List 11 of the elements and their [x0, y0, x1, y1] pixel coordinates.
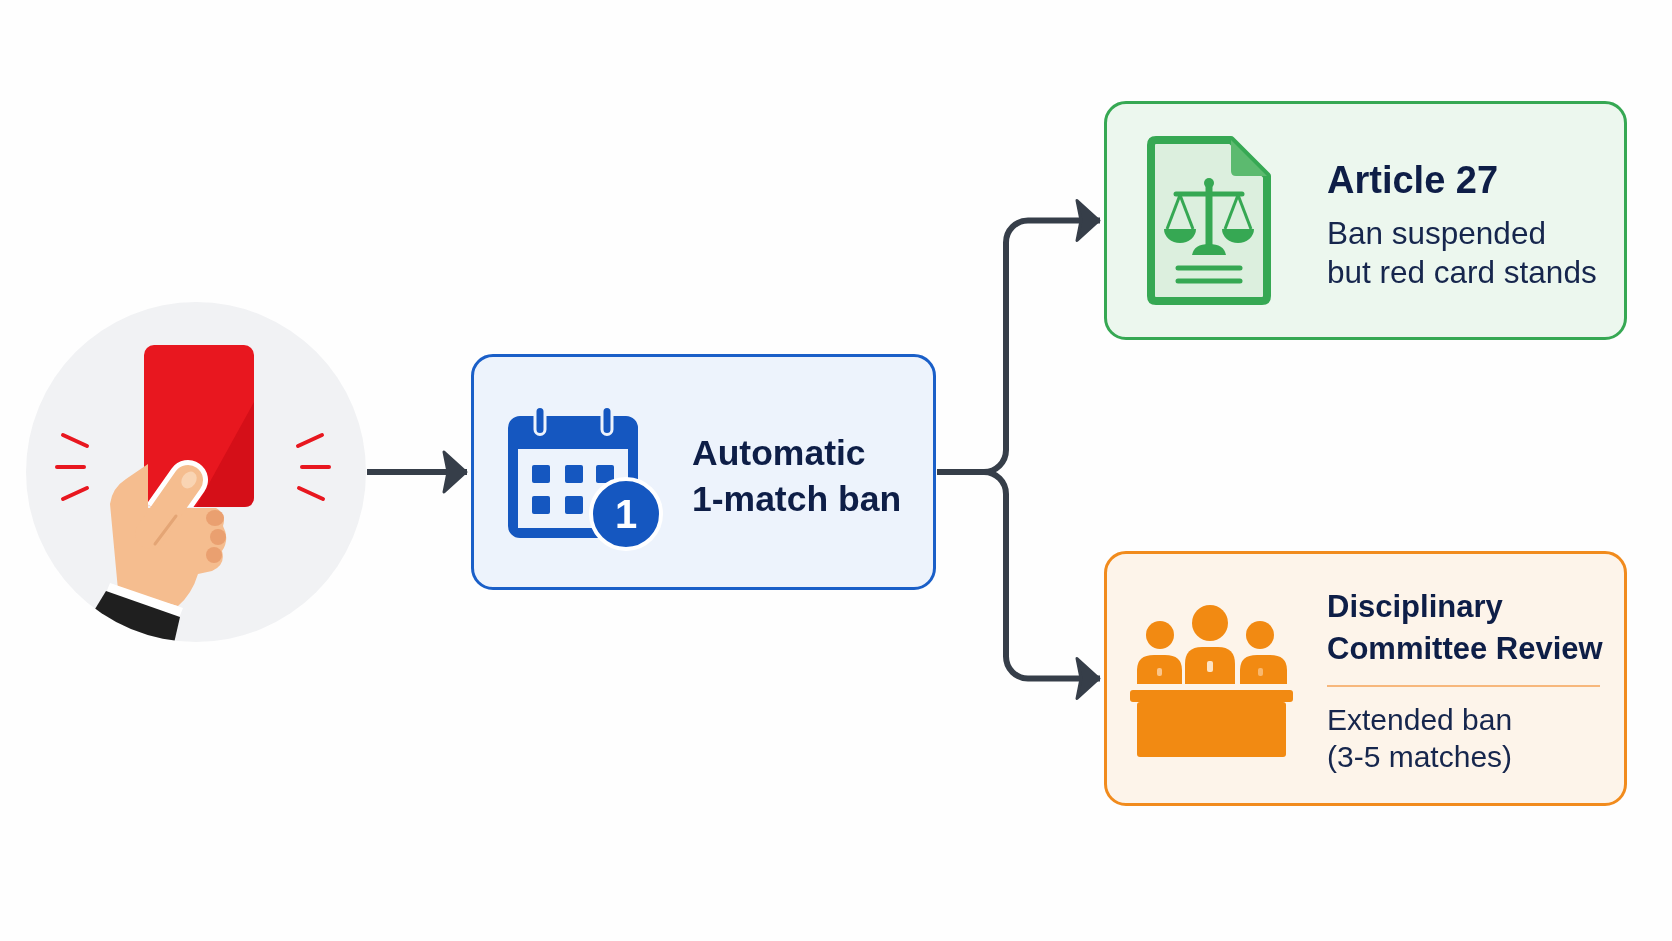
outcome-title: Disciplinary Committee Review [1327, 588, 1604, 668]
outcome-box [1104, 551, 1627, 806]
process-box [471, 354, 936, 590]
step-title: Automatic 1-match ban [692, 432, 903, 521]
arrow [367, 450, 468, 494]
outcome-title: Article 27 [1327, 158, 1500, 203]
outcome-description: Extended ban (3-5 matches) [1327, 702, 1514, 775]
number-badge: 1 [589, 477, 663, 551]
outcome-box [1104, 101, 1627, 340]
outcome-description: Ban suspended but red card stands [1327, 214, 1598, 292]
arrow [937, 469, 1101, 700]
